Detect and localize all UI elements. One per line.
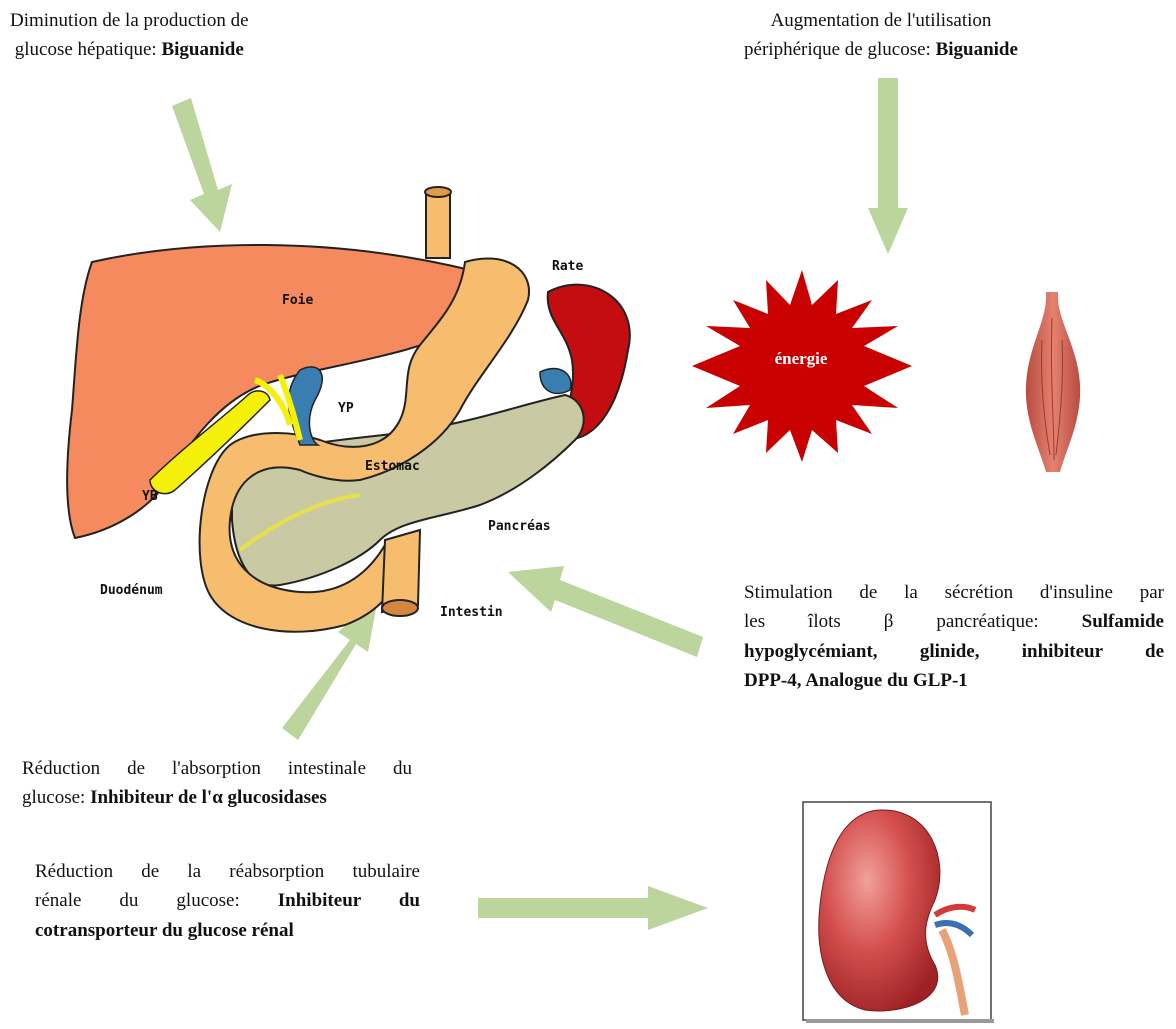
label-pancreas: Pancréas [488,519,551,534]
label-foie: Foie [282,293,313,308]
intestine-opening [382,600,418,616]
esophagus-shape [426,192,450,258]
arrow-to-muscle [868,78,908,254]
muscle-shape [1026,292,1080,472]
label-yp: YP [338,401,354,416]
esophagus-opening [425,187,451,197]
kidney-frame-shadow [806,1019,994,1023]
arrow-to-pancreas [508,566,703,657]
splenic-vein [540,368,571,393]
label-duodenum: Duodénum [100,583,163,598]
energy-label: énergie [775,349,828,368]
arrow-to-liver [172,98,232,232]
label-yb: YB [142,489,158,504]
label-intestin: Intestin [440,605,503,620]
arrow-to-kidney [478,886,708,930]
label-estomac: Estomac [365,459,420,474]
label-rate: Rate [552,259,583,274]
